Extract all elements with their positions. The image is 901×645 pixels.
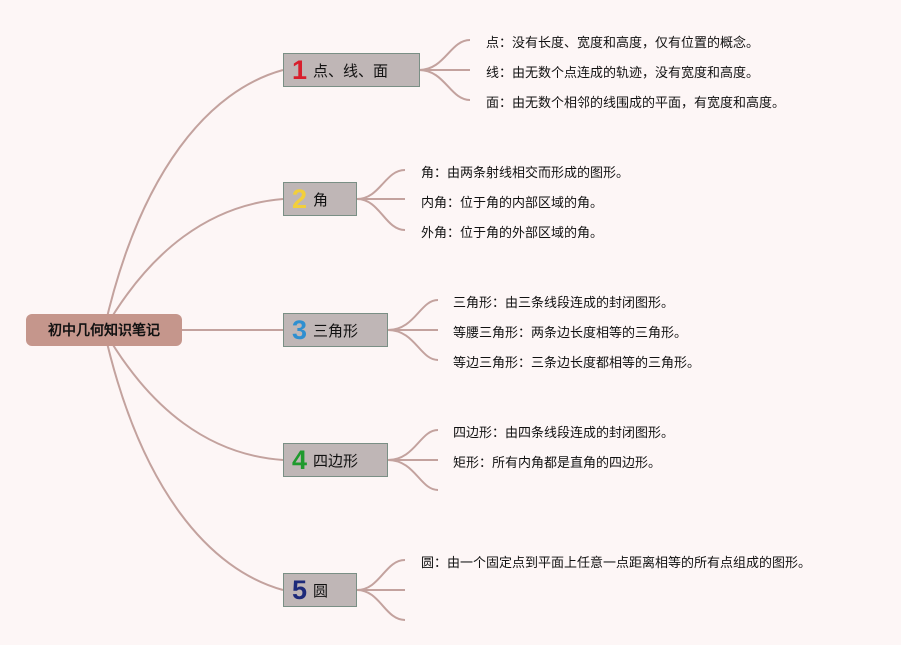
connector-branch-1-note-3	[418, 69, 471, 101]
root-topic: 初中几何知识笔记	[26, 314, 182, 346]
branch-1: 1 点、线、面	[283, 53, 420, 87]
branch-5-note-1: 圆：由一个固定点到平面上任意一点距离相等的所有点组成的图形。	[421, 556, 812, 571]
connector-branch-3-note-1	[387, 299, 439, 331]
branch-1-note-2: 线：由无数个点连成的轨迹，没有宽度和高度。	[486, 66, 760, 81]
connector-branch-5-note-1	[356, 559, 406, 591]
branch-3-note-1: 三角形：由三条线段连成的封闭图形。	[453, 296, 675, 311]
branch-4: 4 四边形	[283, 443, 388, 477]
connector-branch-3-note-3	[387, 329, 439, 361]
branch-5-label: 圆	[313, 581, 329, 600]
connector-root-branch-1	[103, 69, 284, 331]
branch-4-label: 四边形	[313, 451, 359, 470]
connector-branch-4-note-1	[387, 429, 439, 461]
connector-root-branch-2	[103, 198, 284, 331]
branch-3-note-2: 等腰三角形：两条边长度相等的三角形。	[453, 326, 688, 341]
connector-branch-5-note-3	[356, 589, 406, 621]
branch-2-note-3: 外角：位于角的外部区域的角。	[421, 226, 604, 241]
branch-2-note-1: 角：由两条射线相交而形成的图形。	[421, 166, 630, 181]
branch-2-note-2: 内角：位于角的内部区域的角。	[421, 196, 604, 211]
branch-1-note-3: 面：由无数个相邻的线围成的平面，有宽度和高度。	[486, 96, 786, 111]
branch-4-note-1: 四边形：由四条线段连成的封闭图形。	[453, 426, 675, 441]
branch-1-number: 1	[292, 54, 308, 85]
branch-5: 5 圆	[283, 573, 357, 607]
branch-2: 2 角	[283, 182, 357, 216]
branch-3: 3 三角形	[283, 313, 388, 347]
root-topic-title: 初中几何知识笔记	[48, 323, 160, 339]
branch-3-note-3: 等边三角形：三条边长度都相等的三角形。	[453, 356, 701, 371]
branch-5-number: 5	[292, 574, 308, 605]
connector-root-branch-5	[103, 329, 284, 591]
branch-1-label: 点、线、面	[313, 61, 389, 80]
branch-3-number: 3	[292, 314, 308, 345]
connector-branch-4-note-3	[387, 459, 439, 491]
branch-1-note-1: 点：没有长度、宽度和高度，仅有位置的概念。	[486, 36, 760, 51]
branch-3-label: 三角形	[313, 321, 359, 340]
branch-4-note-2: 矩形：所有内角都是直角的四边形。	[453, 456, 662, 471]
connector-branch-2-note-1	[356, 169, 406, 200]
branch-2-number: 2	[292, 183, 308, 214]
connector-branch-2-note-3	[356, 198, 406, 231]
connector-root-branch-4	[103, 329, 284, 461]
branch-4-number: 4	[292, 444, 308, 475]
connector-branch-1-note-1	[418, 39, 471, 71]
branch-2-label: 角	[313, 190, 329, 209]
